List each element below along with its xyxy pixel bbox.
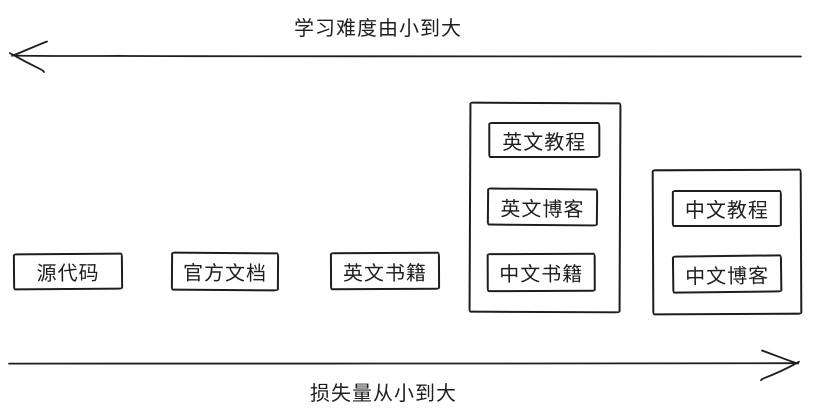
box-source-code: 源代码 <box>12 252 124 291</box>
box-english-blogs-label: 英文博客 <box>500 196 585 221</box>
left-arrow-icon <box>9 40 802 73</box>
box-chinese-tutorials-label: 中文教程 <box>684 198 769 223</box>
box-chinese-blogs: 中文博客 <box>671 254 783 294</box>
top-axis-label: 学习难度由小到大 <box>294 16 462 40</box>
bottom-axis-label: 损失量从小到大 <box>310 381 457 405</box>
box-chinese-books-label: 中文书籍 <box>499 261 584 287</box>
box-english-blogs: 英文博客 <box>486 187 599 227</box>
group-chinese-tutorials-blogs: 中文教程 中文博客 <box>651 168 803 316</box>
box-official-docs: 官方文档 <box>170 251 280 292</box>
box-chinese-tutorials: 中文教程 <box>671 190 782 228</box>
right-arrow-icon <box>8 349 800 382</box>
box-english-books-label: 英文书籍 <box>342 260 428 285</box>
box-english-books: 英文书籍 <box>329 251 441 291</box>
box-source-code-label: 源代码 <box>36 260 100 286</box>
box-english-tutorials: 英文教程 <box>488 121 601 158</box>
box-chinese-blogs-label: 中文博客 <box>685 262 770 289</box>
box-official-docs-label: 官方文档 <box>182 260 268 286</box>
group-english-and-chinese-books: 英文教程 英文博客 中文书籍 <box>468 101 622 314</box>
box-english-tutorials-label: 英文教程 <box>502 129 587 154</box>
box-chinese-books: 中文书籍 <box>486 252 596 293</box>
